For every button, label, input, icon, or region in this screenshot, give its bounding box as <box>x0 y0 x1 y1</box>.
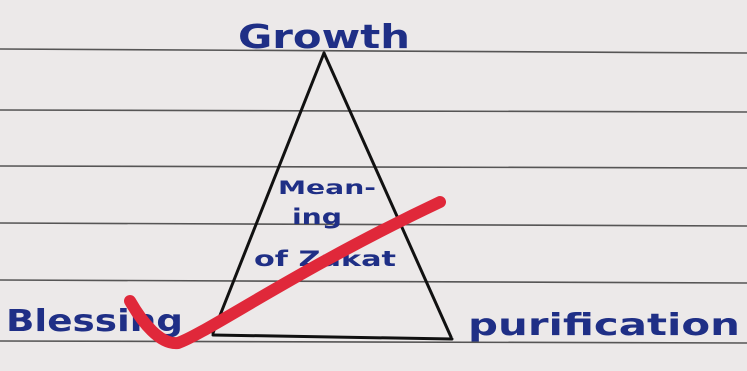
rule-line <box>0 222 747 227</box>
triangle-right-side <box>322 51 453 339</box>
triangle-base <box>211 333 454 341</box>
label-growth: Growth <box>238 17 410 56</box>
check-mark-icon <box>124 196 446 350</box>
rule-line <box>0 279 747 284</box>
rule-line <box>0 48 747 54</box>
rule-line <box>0 340 747 344</box>
label-purification: purification <box>468 308 740 343</box>
rule-line <box>0 109 747 113</box>
triangle-left-side <box>211 51 326 335</box>
center-text-line-1: Mean- <box>278 177 376 199</box>
center-text-line-2: ing <box>292 205 342 229</box>
